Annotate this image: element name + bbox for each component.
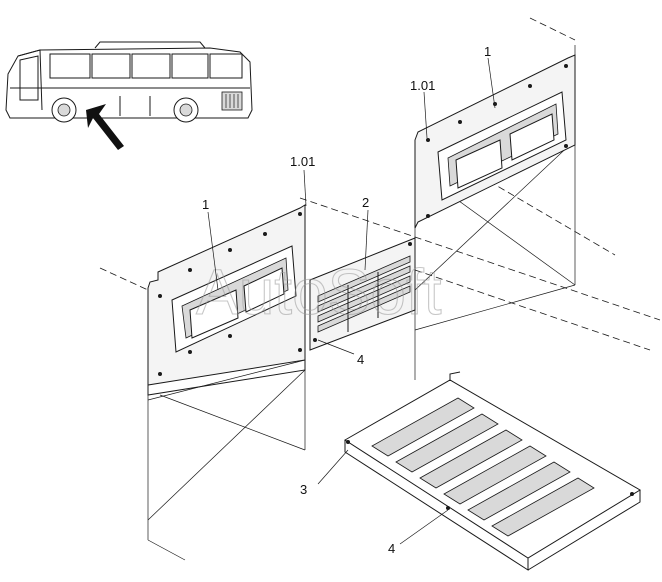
callout-right-frame: 1.01 [410,78,435,93]
bus-location-thumbnail [5,41,253,150]
leader-lines [207,57,496,545]
left-side-panel [147,204,306,396]
callout-tray-fastener: 4 [388,541,395,556]
location-arrow-icon [86,104,124,150]
floor-tray [344,371,641,571]
tray-ribs [371,397,595,537]
callout-grille-fastener: 4 [357,352,364,367]
right-side-panel [414,54,576,229]
callout-left-frame: 1.01 [290,154,315,169]
watermark-text: AutoSoft [196,256,442,328]
ventilation-grille [309,237,416,351]
callout-tray: 3 [300,482,307,497]
grille-slats [317,255,411,333]
callout-grille: 2 [362,195,369,210]
callout-left-panel: 1 [202,197,209,212]
callout-right-panel: 1 [484,44,491,59]
